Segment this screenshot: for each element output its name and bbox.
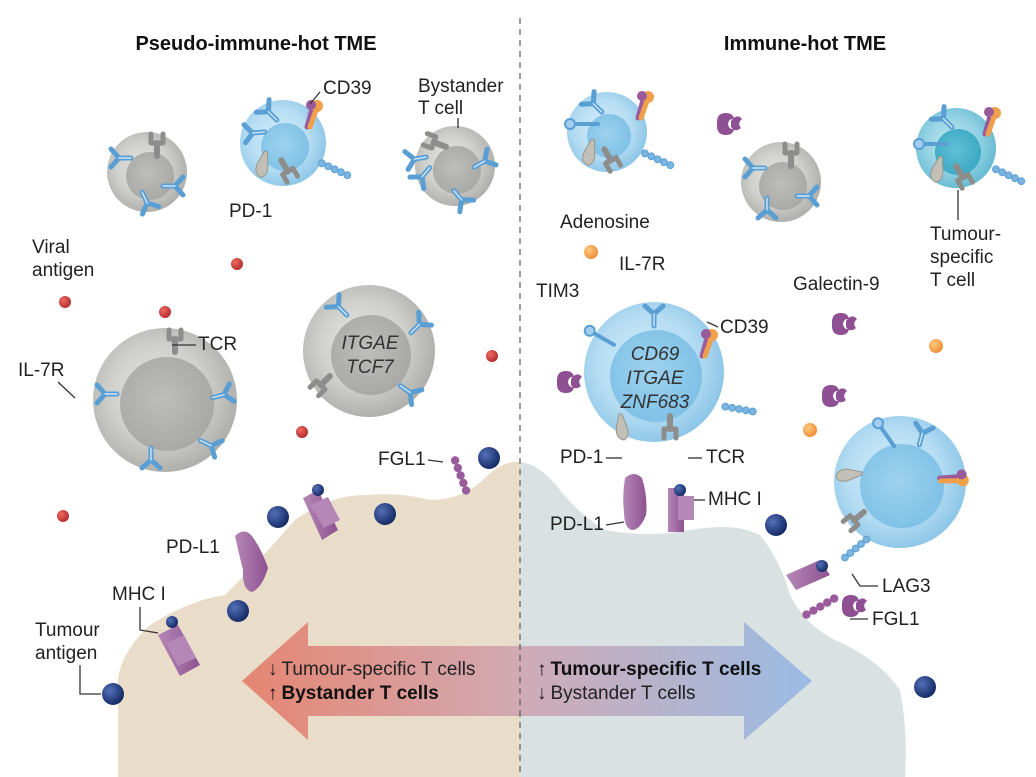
pd1-left-label: PD-1 [229, 201, 272, 222]
mhc-i-left-top [303, 484, 340, 540]
viral-antigen-label-line2: antigen [32, 260, 94, 281]
mhc-i-right-lower [786, 560, 830, 590]
galectin-9-label: Galectin-9 [793, 274, 880, 295]
tumour-specific-t-cell-right-top [912, 107, 1027, 189]
viral-antigen-dots [57, 258, 498, 522]
pdl1-right-label: PD-L1 [550, 514, 604, 535]
mhc-left-label: MHC I [112, 584, 166, 605]
tumour-specific-label-line2: specific [930, 247, 993, 268]
bystander-label-line2: T cell [418, 98, 463, 119]
pd1-right-label: PD-1 [560, 447, 603, 468]
tim3-label: TIM3 [536, 281, 579, 302]
adenosine-dots [584, 245, 943, 437]
tumour-specific-t-cell-right-bottom [834, 414, 971, 563]
gene-itgae-right: ITGAE [626, 368, 683, 389]
mhc-right-label: MHC I [708, 489, 762, 510]
il7r-left-label: IL-7R [18, 360, 64, 381]
arrow-left-line1: ↓Tumour-specific T cells [268, 659, 475, 680]
tumour-antigen-dots-right [765, 514, 936, 698]
tumour-antigen-label-line2: antigen [35, 643, 97, 664]
mhc-i-left-bottom [158, 616, 200, 676]
lag3-label: LAG3 [882, 576, 931, 597]
pdl1-left-label: PD-L1 [166, 537, 220, 558]
mhc-i-right [668, 484, 694, 532]
fgl1-right [800, 592, 840, 621]
viral-antigen-label-line1: Viral [32, 237, 70, 258]
galectin-9-molecule-1 [717, 113, 742, 135]
tumour-specific-t-cell-left [240, 100, 353, 186]
arrow-left-line2: ↑Bystander T cells [268, 683, 439, 704]
bystander-t-cell-small-1 [107, 132, 187, 214]
cd39-right-label: CD39 [720, 317, 769, 338]
bystander-t-cell-top [405, 126, 496, 212]
pd-l1-right [623, 474, 647, 530]
tumour-antigen-label-line1: Tumour [35, 620, 100, 641]
bystander-label-line1: Bystander [418, 76, 504, 97]
galectin-9-molecule-4 [822, 385, 847, 407]
tumour-specific-t-cell-center [580, 302, 758, 442]
gene-tcf7: TCF7 [346, 357, 395, 378]
gene-itgae-left: ITGAE [341, 333, 398, 354]
tumour-specific-label-line1: Tumour- [930, 224, 1001, 245]
right-panel-title: Immune-hot TME [724, 33, 886, 55]
arrow-right-line1: ↑Tumour-specific T cells [537, 659, 761, 680]
il7r-right-label: IL-7R [619, 254, 665, 275]
tcr-right-label: TCR [706, 447, 745, 468]
fgl1-left-label: FGL1 [378, 449, 426, 470]
tumour-specific-label-line3: T cell [930, 270, 975, 291]
galectin-9-molecule-3 [557, 371, 582, 393]
bystander-t-cell-right [741, 142, 821, 222]
tumour-antigen-dots-left [102, 447, 500, 705]
adenosine-label: Adenosine [560, 212, 650, 233]
arrow-right-line2: ↓Bystander T cells [537, 683, 696, 704]
fgl1-left [449, 455, 472, 496]
pd-l1-left [235, 531, 268, 592]
fgl1-right-label: FGL1 [872, 609, 920, 630]
bystander-t-cell-large [93, 328, 237, 472]
gene-cd69: CD69 [631, 344, 680, 365]
galectin-9-molecule-2 [832, 313, 857, 335]
activated-t-cell-right-top [563, 91, 676, 172]
shift-arrow [242, 622, 812, 740]
fgl1-right-head [842, 595, 867, 617]
gene-znf683: ZNF683 [620, 392, 690, 413]
left-panel-title: Pseudo-immune-hot TME [135, 33, 376, 55]
cd39-left-label: CD39 [323, 78, 372, 99]
tcr-left-label: TCR [198, 334, 237, 355]
memory-t-cell-itgae-tcf7 [303, 285, 435, 417]
